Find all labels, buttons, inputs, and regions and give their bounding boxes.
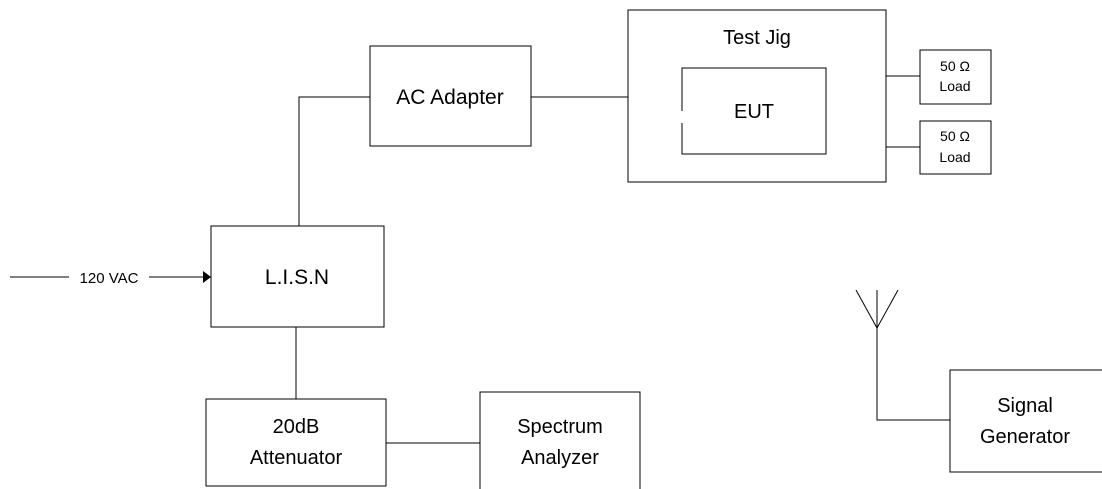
attenuator-value: 20dB [273, 416, 320, 438]
antenna-icon [855, 289, 899, 329]
spectrum-analyzer-line2: Analyzer [521, 447, 599, 469]
lisn-block: L.I.S.N [210, 225, 385, 328]
spectrum-analyzer-block: Spectrum Analyzer [479, 391, 641, 489]
spectrum-analyzer-line1: Spectrum [517, 416, 603, 438]
ac-adapter-label: AC Adapter [396, 86, 503, 109]
load-2-impedance: 50 Ω [940, 128, 970, 144]
signal-generator-block: Signal Generator [949, 369, 1102, 473]
test-jig-label: Test Jig [723, 27, 791, 49]
ac-input-label: 120 VAC [69, 268, 149, 287]
wire-antenna-to-generator [876, 328, 950, 421]
signal-generator-line1: Signal [997, 395, 1053, 417]
load-block-1: 50 Ω Load [919, 49, 992, 105]
wire-adapter-to-lisn [298, 96, 370, 226]
load-1-impedance: 50 Ω [940, 58, 970, 74]
arrowhead-icon [203, 271, 211, 283]
load-block-2: 50 Ω Load [919, 120, 992, 175]
ac-adapter-block: AC Adapter [369, 45, 532, 147]
signal-generator-line2: Generator [980, 426, 1070, 448]
load-1-label: Load [939, 78, 970, 94]
eut-block: EUT [681, 67, 827, 155]
eut-label: EUT [734, 101, 774, 123]
lisn-label: L.I.S.N [265, 266, 329, 289]
load-2-label: Load [939, 149, 970, 165]
attenuator-block: 20dB Attenuator [205, 398, 387, 487]
attenuator-label: Attenuator [250, 447, 343, 469]
ac-input-text: 120 VAC [80, 270, 139, 287]
